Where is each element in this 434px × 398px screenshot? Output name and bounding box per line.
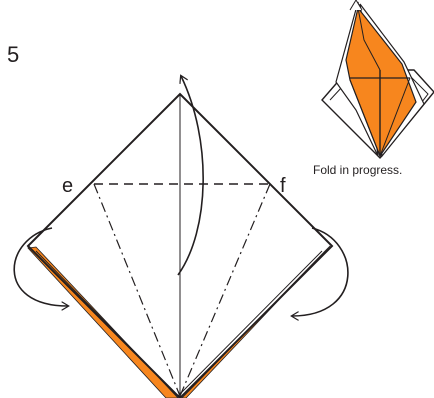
mountain-fold-left xyxy=(93,183,181,397)
fold-in-progress-inset xyxy=(321,0,434,160)
point-label-f: f xyxy=(280,175,286,197)
inset-tip xyxy=(349,0,363,11)
square-outline xyxy=(26,92,334,398)
point-label-e: e xyxy=(62,175,74,197)
right-turn-arrow xyxy=(292,227,349,316)
inset-tip-crease xyxy=(357,7,381,71)
main-fold-model xyxy=(26,92,334,398)
inset-caption: Fold in progress. xyxy=(313,163,403,177)
fold-up-arrow xyxy=(177,76,204,276)
left-turn-arrow xyxy=(13,227,68,306)
step-number: 5 xyxy=(7,42,20,67)
inset-right-crease xyxy=(379,77,411,157)
mountain-fold-right xyxy=(179,183,271,397)
inset-left-crease xyxy=(349,79,381,157)
